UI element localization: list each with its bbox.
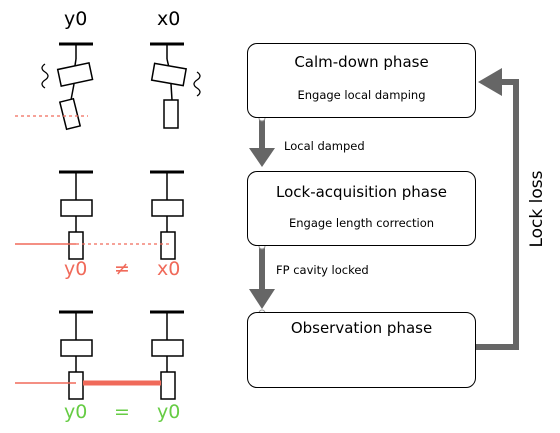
- calm-down-phase-subtitle: Engage local damping: [297, 88, 426, 102]
- arrow-calm-to-lock: [249, 114, 275, 167]
- top-left-label: y0: [64, 8, 88, 30]
- arrow-lock-to-observation: [249, 242, 275, 317]
- lock-loss-loop-arrow: [476, 68, 519, 350]
- lock-loss-label: Lock loss: [527, 170, 547, 248]
- middle-relation: ≠: [114, 258, 130, 280]
- middle-right-pendulum: [150, 170, 184, 260]
- bottom-left-label: y0: [64, 401, 88, 423]
- lock-acquisition-phase-box: Lock-acquisition phase Engage length cor…: [247, 171, 476, 246]
- middle-left-pendulum: [59, 170, 93, 260]
- top-right-pendulum: [150, 42, 201, 129]
- middle-right-label: x0: [157, 258, 181, 280]
- observation-phase-title: Observation phase: [290, 319, 433, 337]
- calm-down-phase-title: Calm-down phase: [294, 53, 429, 71]
- observation-phase-box: Observation phase: [247, 312, 476, 388]
- bottom-relation: =: [114, 401, 130, 423]
- calm-down-phase-box: Calm-down phase Engage local damping: [247, 43, 476, 118]
- bottom-right-pendulum: [150, 310, 184, 400]
- arrow1-label: Local damped: [284, 139, 365, 153]
- lock-acquisition-phase-title: Lock-acquisition phase: [276, 183, 447, 201]
- lock-acquisition-phase-subtitle: Engage length correction: [288, 216, 435, 230]
- middle-left-label: y0: [64, 258, 88, 280]
- top-left-pendulum: [41, 42, 94, 131]
- bottom-left-pendulum: [59, 310, 93, 400]
- bottom-right-label: y0: [157, 401, 181, 423]
- top-right-label: x0: [157, 8, 181, 30]
- arrow2-label: FP cavity locked: [276, 263, 369, 277]
